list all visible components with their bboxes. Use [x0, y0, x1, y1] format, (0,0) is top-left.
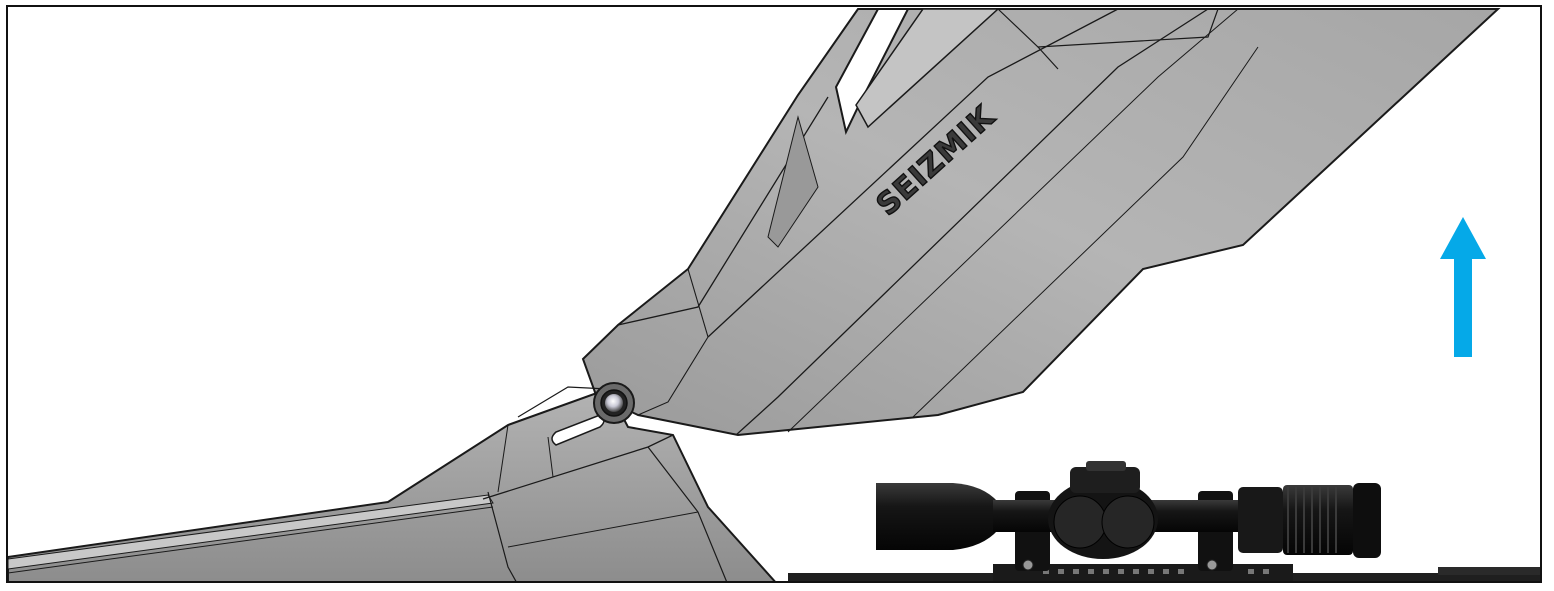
rifle-scope	[876, 461, 1381, 581]
raised-arm	[581, 8, 1501, 437]
diagram-frame: SEIZMIK	[6, 5, 1542, 583]
cad-illustration: SEIZMIK	[8, 8, 1540, 581]
up-arrow-icon	[1440, 217, 1486, 357]
pivot-pin	[593, 382, 635, 424]
rail-end-block	[1438, 567, 1540, 575]
base-body	[8, 386, 776, 581]
